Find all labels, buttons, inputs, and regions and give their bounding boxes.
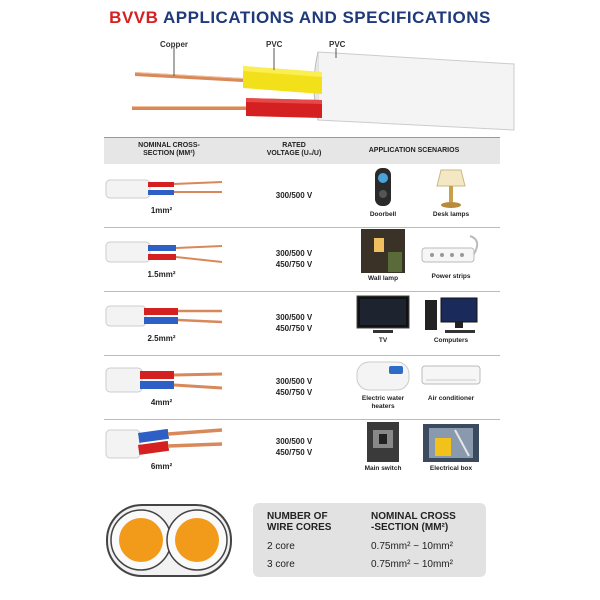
scenario-label: Air conditioner — [427, 395, 475, 402]
desk-lamp-icon — [436, 169, 466, 208]
scenario-water-heater: Electric water heaters — [348, 358, 418, 411]
scenario-desk-lamp: Desk lamps — [416, 166, 486, 219]
spec-header-cores: NUMBER OF WIRE CORES — [267, 511, 332, 533]
two-core-cross-section-svg — [106, 504, 232, 577]
header-rated-voltage: RATED VOLTAGE (U₀/U) — [266, 142, 322, 157]
spec-header-section: NOMINAL CROSS -SECTION (MM²) — [371, 511, 456, 533]
scenario-label: Doorbell — [369, 211, 397, 218]
hero-cable-svg — [132, 46, 515, 131]
label-pvc-inner: PVC — [266, 40, 283, 49]
label-pvc-outer: PVC — [329, 40, 346, 49]
scenario-label: Main switch — [364, 465, 402, 472]
page-title: BVVB APPLICATIONS AND SPECIFICATIONS — [0, 0, 600, 36]
spec-table: NUMBER OF WIRE CORES NOMINAL CROSS -SECT… — [253, 503, 486, 577]
voltage-value: 300/500 V 450/750 V — [275, 249, 313, 269]
voltage-value: 300/500 V 450/750 V — [275, 313, 313, 333]
cross-section-value: 1mm² — [150, 206, 173, 215]
spec-section-value: 0.75mm² ~ 10mm² — [371, 559, 453, 570]
scenario-label: Computers — [433, 337, 469, 344]
cable-2-5mm-image — [105, 305, 223, 327]
hero-cable-illustration: Copper PVC PVC — [0, 36, 600, 136]
cross-section-value: 4mm² — [150, 398, 173, 407]
cross-section-value: 2.5mm² — [147, 334, 176, 343]
scenario-power-strip: Power strips — [416, 230, 486, 281]
spec-section-value: 0.75mm² ~ 10mm² — [371, 541, 453, 552]
title-text: APPLICATIONS AND SPECIFICATIONS — [158, 8, 491, 27]
scenario-label: Wall lamp — [367, 275, 399, 282]
table-header: NOMINAL CROSS- SECTION (MM²) RATED VOLTA… — [104, 137, 500, 164]
spec-cores-value: 3 core — [267, 559, 295, 570]
table-row: 4mm² 300/500 V 450/750 V Electric water … — [104, 356, 500, 420]
cable-cross-section-illustration — [105, 503, 233, 578]
table-row: 1.5mm² 300/500 V 450/750 V Wall lamp Pow… — [104, 228, 500, 292]
scenario-label: Electric water heaters — [361, 395, 405, 410]
scenario-wall-lamp: Wall lamp — [348, 228, 418, 283]
scenario-label: TV — [378, 337, 388, 344]
scenario-doorbell: Doorbell — [348, 166, 418, 219]
scenario-computer: Computers — [416, 294, 486, 345]
cable-4mm-image — [105, 367, 223, 393]
table-row: 6mm² 300/500 V 450/750 V Main switch Ele… — [104, 420, 500, 483]
table-row: 1mm² 300/500 V Doorbell Desk lamps — [104, 164, 500, 228]
header-application: APPLICATION SCENARIOS — [368, 147, 460, 154]
scenario-tv: TV — [348, 294, 418, 345]
cross-section-value: 1.5mm² — [147, 270, 176, 279]
label-copper: Copper — [160, 40, 188, 49]
water-heater-icon — [356, 361, 410, 391]
scenario-electrical-box: Electrical box — [416, 422, 486, 473]
power-strip-icon — [421, 235, 479, 263]
voltage-value: 300/500 V 450/750 V — [275, 437, 313, 457]
cable-1-5mm-image — [105, 241, 223, 263]
wall-lamp-icon — [361, 229, 405, 273]
doorbell-icon — [375, 168, 391, 206]
air-conditioner-icon — [421, 365, 481, 385]
scenario-label: Electrical box — [429, 465, 473, 472]
outer-sheath — [317, 51, 515, 131]
scenario-air-conditioner: Air conditioner — [416, 358, 486, 403]
header-cross-section: NOMINAL CROSS- SECTION (MM²) — [138, 142, 200, 157]
cable-1mm-image — [105, 179, 223, 199]
scenario-label: Desk lamps — [432, 211, 470, 218]
cross-section-value: 6mm² — [150, 462, 173, 471]
main-switch-icon — [367, 422, 399, 462]
electrical-box-icon — [423, 424, 479, 462]
scenario-label: Power strips — [431, 273, 471, 280]
spec-cores-value: 2 core — [267, 541, 295, 552]
voltage-value: 300/500 V 450/750 V — [275, 377, 313, 397]
tv-icon — [356, 295, 410, 333]
table-row: 2.5mm² 300/500 V 450/750 V TV Computers — [104, 292, 500, 356]
brand-name: BVVB — [109, 8, 159, 27]
cable-6mm-image — [105, 428, 223, 459]
scenario-main-switch: Main switch — [348, 420, 418, 473]
voltage-value: 300/500 V — [275, 191, 313, 200]
computer-icon — [425, 297, 478, 333]
